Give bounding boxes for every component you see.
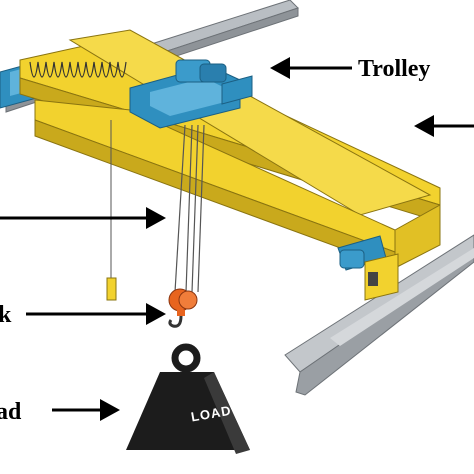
weight-label: LOAD [190,403,233,425]
hook-icon [168,315,183,328]
arrow-right-icon [0,207,166,229]
arrow-left-icon [414,115,474,137]
hoist-ropes [174,124,205,293]
weight-icon: LOAD [126,343,250,454]
girder-front [34,29,441,269]
festoon-cables [29,61,127,78]
label-trolley: Trolley [358,56,430,82]
arrow-left-icon [270,57,352,79]
callout-arrows [0,57,474,421]
end-truck-right [337,235,399,301]
label-load-partial: ad [0,399,22,425]
pendant-control [106,120,117,301]
trolley [129,59,253,129]
runway-rail-front [284,234,474,396]
arrow-right-icon [52,399,120,421]
arrow-right-icon [26,303,166,325]
hook-block [168,288,198,328]
label-hook-partial: k [0,302,12,328]
